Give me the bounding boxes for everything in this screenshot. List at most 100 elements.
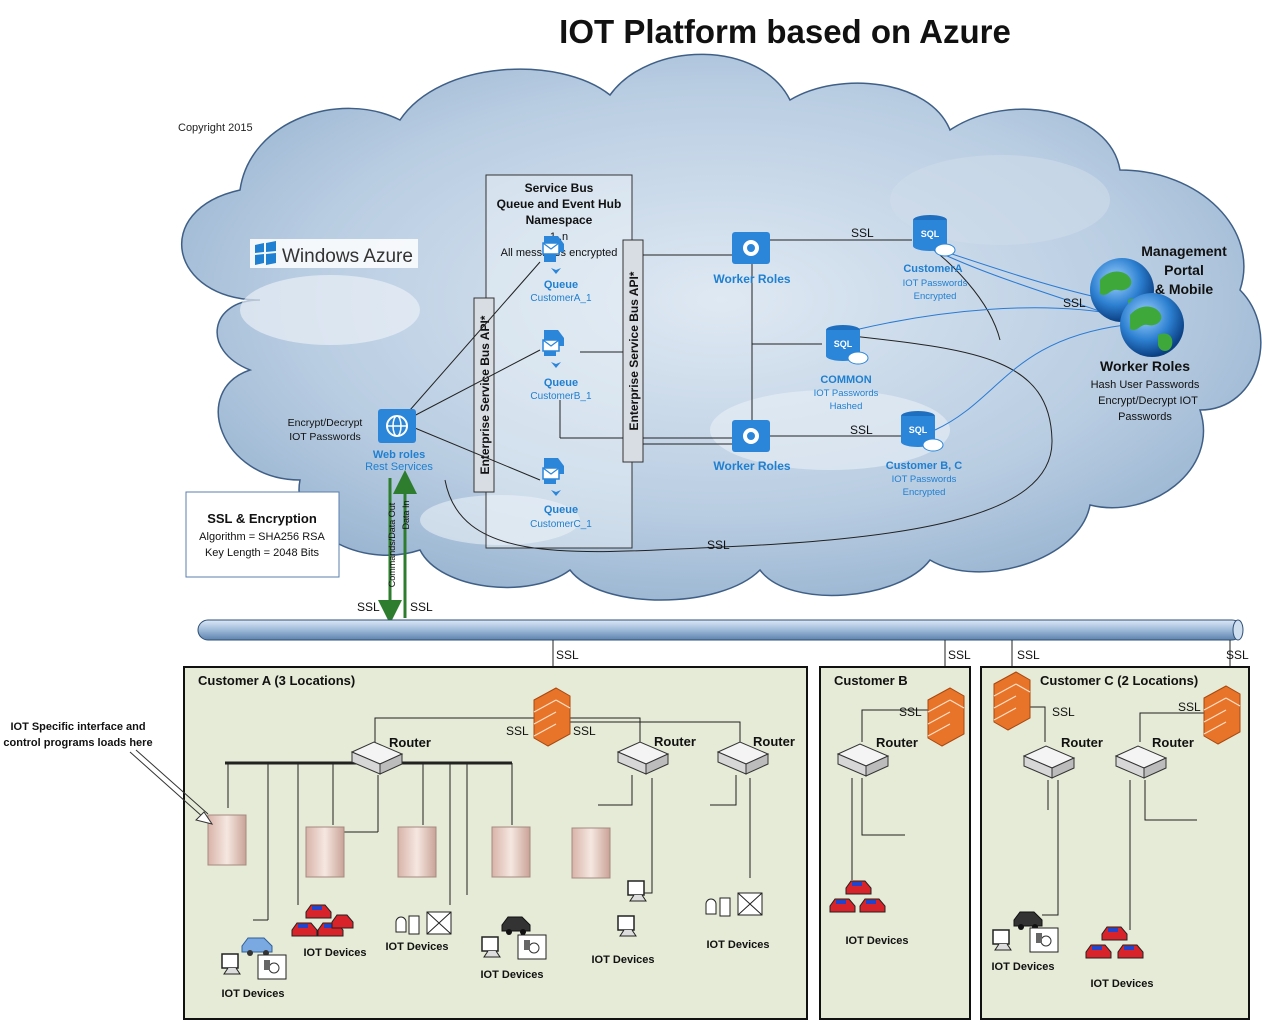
router-c1-label: Router (1061, 735, 1103, 750)
router-a2-label: Router (654, 734, 696, 749)
router-a3-label: Router (753, 734, 795, 749)
monitor-icon (221, 953, 241, 975)
queue-c: Queue CustomerC_1 (530, 458, 592, 530)
management-title-2: Portal (1164, 262, 1204, 278)
service-bus-namespace: Service Bus Queue and Event Hub Namespac… (485, 174, 633, 549)
camera-icon (257, 954, 287, 980)
windows-flag-icon (255, 241, 276, 265)
ssl-label-3: SSL (1063, 296, 1086, 310)
ssl-label-14: SSL (1052, 705, 1075, 719)
management-worker-line1: Hash User Passwords (1091, 379, 1200, 391)
esb-bar-left: Enterprise Service Bus API* (473, 297, 495, 493)
ssl-label-13: SSL (899, 705, 922, 719)
database-customer-a-line1: IOT Passwords (903, 278, 968, 289)
ssl-label-8: SSL (948, 648, 971, 662)
car-icon (331, 914, 354, 929)
management-worker-title: Worker Roles (1100, 358, 1190, 374)
svg-text:SQL: SQL (921, 229, 940, 239)
router-icon (350, 741, 404, 775)
router-icon (716, 741, 770, 775)
esb-label-right: Enterprise Service Bus API* (627, 271, 641, 430)
svg-text:SQL: SQL (834, 339, 853, 349)
router-a3: Router (716, 734, 795, 775)
router-b: Router (836, 735, 918, 777)
web-roles-encrypt-2: IOT Passwords (289, 431, 361, 443)
management-portal: Management Portal & Mobile Worker Roles … (1090, 243, 1227, 423)
camera-icon (1029, 927, 1059, 953)
management-title-1: Management (1141, 243, 1227, 259)
iot-devices-label-a6: IOT Devices (707, 939, 770, 951)
database-customer-bc-name: Customer B, C (886, 460, 962, 472)
iot-devices-label-c2: IOT Devices (1091, 978, 1154, 990)
car-icon (241, 937, 273, 956)
commands-data-out-label: Commands/Data Out (387, 502, 397, 587)
side-note-line2: control programs loads here (3, 737, 152, 749)
ssl-label-15: SSL (1178, 700, 1201, 714)
customer-c-label: Customer C (2 Locations) (1040, 673, 1198, 688)
queue-a-sub: CustomerA_1 (530, 293, 592, 304)
firewall-icon (927, 687, 965, 747)
service-bus-title-1: Service Bus (525, 181, 594, 195)
iot-devices-label-c1: IOT Devices (992, 961, 1055, 973)
ssl-label-10: SSL (1226, 648, 1249, 662)
ssl-label-5: SSL (357, 600, 380, 614)
azure-cloud (181, 53, 1262, 601)
worker-roles-bottom: Worker Roles (713, 420, 791, 473)
router-icon (836, 743, 890, 777)
sensor-icon (705, 892, 763, 917)
web-roles-encrypt-1: Encrypt/Decrypt (288, 417, 363, 429)
router-icon (1114, 745, 1168, 779)
queue-icon (542, 330, 564, 368)
database-customer-a-name: CustomerA (903, 263, 962, 275)
router-c2: Router (1114, 735, 1194, 779)
web-roles: Encrypt/Decrypt IOT Passwords Web roles … (288, 409, 433, 473)
monitor-icon (617, 915, 637, 937)
customer-b-label: Customer B (834, 673, 908, 688)
worker-roles-bottom-label: Worker Roles (713, 459, 790, 473)
database-common-line2: Hashed (830, 401, 863, 412)
esb-bar-right: Enterprise Service Bus API* (622, 239, 644, 463)
firewall-icon (993, 671, 1031, 731)
queue-b-title: Queue (544, 377, 578, 389)
controller-device (571, 827, 611, 879)
esb-label-left: Enterprise Service Bus API* (478, 315, 492, 474)
iot-cluster-a2: IOT Devices (291, 904, 366, 959)
web-globe-icon (378, 409, 416, 443)
worker-roles-top-label: Worker Roles (713, 272, 790, 286)
controller-device (305, 826, 345, 878)
router-a2: Router (616, 734, 696, 775)
monitor-icon (992, 929, 1012, 951)
car-icon (1085, 944, 1112, 959)
router-c2-label: Router (1152, 735, 1194, 750)
ssl-encryption-box: SSL & Encryption Algorithm = SHA256 RSA … (185, 491, 340, 578)
iot-devices-label-a5: IOT Devices (592, 954, 655, 966)
router-c1: Router (1022, 735, 1103, 779)
queue-b: Queue CustomerB_1 (530, 330, 592, 402)
iot-cluster-a6: IOT Devices (705, 892, 770, 951)
management-worker-line2: Encrypt/Decrypt IOT (1098, 395, 1198, 407)
car-icon (1101, 926, 1128, 941)
page-title: IOT Platform based on Azure (559, 13, 1011, 50)
database-customer-a-line2: Encrypted (914, 291, 957, 302)
ssl-label-6: SSL (410, 600, 433, 614)
windows-azure-logo-text: Windows Azure (282, 246, 413, 267)
customer-a-label: Customer A (3 Locations) (198, 673, 355, 688)
iot-devices-label-a1: IOT Devices (222, 988, 285, 1000)
ssl-label-7: SSL (556, 648, 579, 662)
car-icon (305, 904, 332, 919)
copyright: Copyright 2015 (178, 122, 253, 134)
database-customer-bc-line2: Encrypted (903, 487, 946, 498)
data-in-label: Data In (401, 500, 411, 529)
svg-text:SQL: SQL (909, 425, 928, 435)
controller-device (491, 826, 531, 878)
car-icon (1013, 911, 1043, 930)
sensor-icon (395, 911, 452, 935)
camera-icon (517, 934, 547, 960)
ssl-box-algorithm: Algorithm = SHA256 RSA (199, 531, 325, 543)
queue-a-title: Queue (544, 279, 578, 291)
queue-icon (542, 236, 564, 274)
database-customer-bc-line1: IOT Passwords (892, 474, 957, 485)
ssl-label-12: SSL (573, 724, 596, 738)
car-icon (845, 880, 872, 895)
